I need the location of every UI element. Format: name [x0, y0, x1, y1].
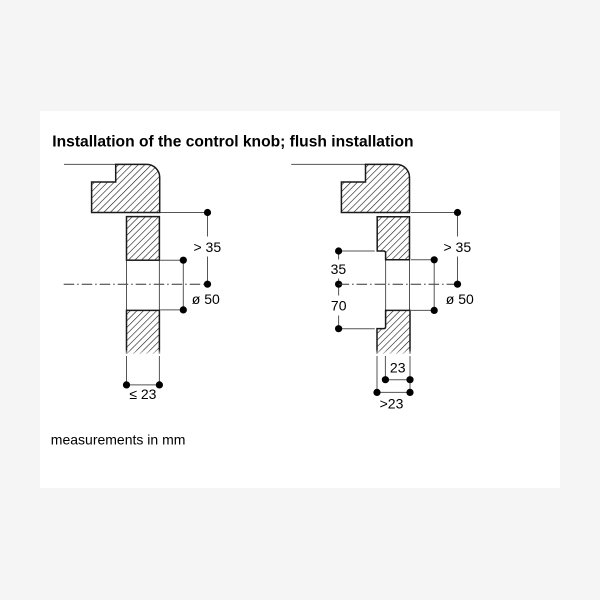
svg-text:>23: >23	[380, 395, 404, 411]
svg-text:> 35: > 35	[193, 239, 221, 255]
svg-text:Installation of the control kn: Installation of the control knob; flush …	[52, 134, 413, 151]
svg-text:measurements in mm: measurements in mm	[51, 432, 186, 448]
svg-text:> 35: > 35	[443, 239, 471, 255]
svg-text:ø 50: ø 50	[192, 291, 220, 307]
svg-text:23: 23	[390, 360, 406, 376]
svg-text:≤ 23: ≤ 23	[129, 386, 156, 402]
svg-text:70: 70	[331, 298, 347, 314]
svg-text:35: 35	[331, 261, 347, 277]
svg-text:ø 50: ø 50	[446, 291, 474, 307]
